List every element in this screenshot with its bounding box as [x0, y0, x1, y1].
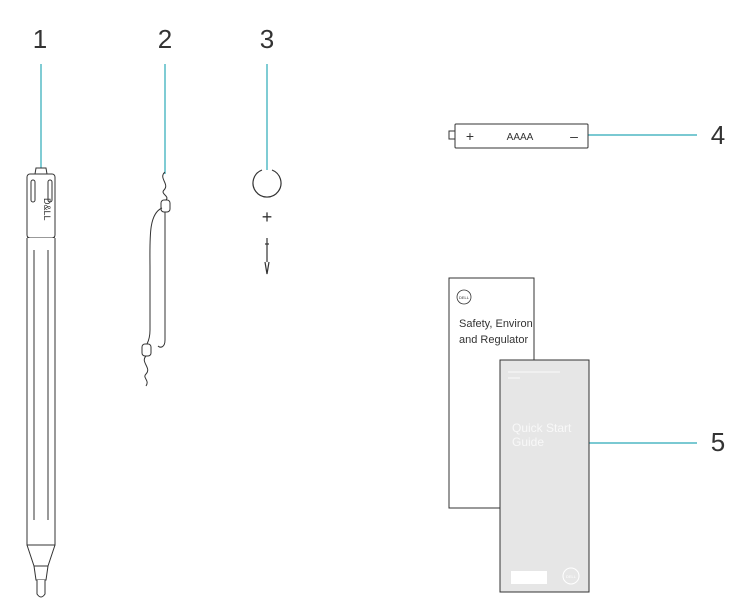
tether-illustration	[141, 171, 171, 387]
battery-illustration	[448, 123, 589, 149]
battery-type-label: AAAA	[507, 132, 534, 143]
pen-illustration	[26, 167, 56, 598]
callout-number-3: 3	[260, 24, 274, 54]
safety-document-logo: DELL	[459, 295, 470, 300]
pen-brand-label: D&LL	[42, 198, 52, 221]
callout-number-4: 4	[711, 120, 725, 150]
callout-number-1: 1	[33, 24, 47, 54]
quick-start-title-line1: Quick Start	[512, 421, 572, 435]
battery-minus-label: –	[570, 128, 578, 144]
callout-number-2: 2	[158, 24, 172, 54]
callout-number-5: 5	[711, 427, 725, 457]
battery-plus-label: +	[466, 128, 474, 144]
safety-document-title-line1: Safety, Environ	[459, 318, 533, 330]
pen-tip-plus: +	[262, 207, 273, 227]
pen-tip-kit-illustration	[252, 169, 282, 275]
quick-start-title-line2: Guide	[512, 435, 544, 449]
safety-document-title-line2: and Regulator	[459, 334, 528, 346]
quick-start-logo: DELL	[566, 574, 577, 579]
quick-start-guide	[499, 359, 590, 593]
